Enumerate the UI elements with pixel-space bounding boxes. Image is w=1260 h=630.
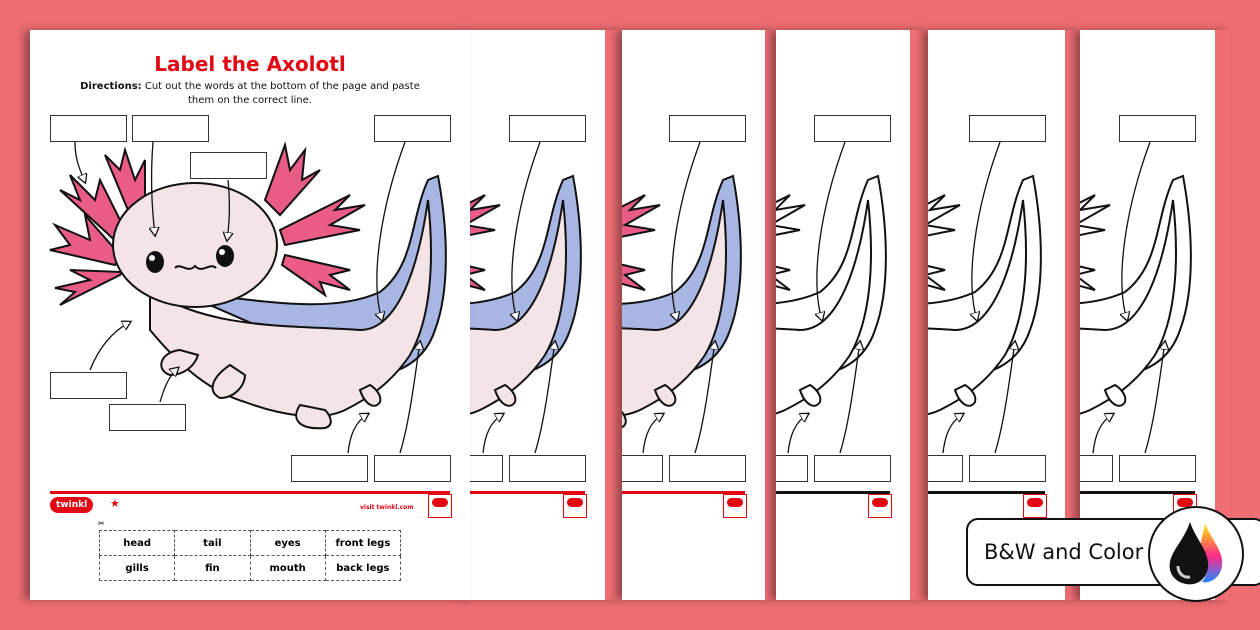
label-box xyxy=(509,455,586,482)
table-row: head tail eyes front legs xyxy=(98,530,402,556)
cut-word: front legs xyxy=(324,530,402,556)
cut-word: mouth xyxy=(249,555,326,581)
cut-word: back legs xyxy=(324,555,402,581)
axolotl-illustration xyxy=(776,141,887,454)
axolotl-illustration xyxy=(928,141,1042,454)
worksheet-page-5[interactable] xyxy=(928,30,1080,600)
label-box xyxy=(814,115,891,142)
label-box xyxy=(50,372,127,399)
label-box xyxy=(132,115,209,142)
table-row: gills fin mouth back legs xyxy=(98,555,402,581)
label-box xyxy=(969,455,1046,482)
axolotl-illustration xyxy=(622,141,742,454)
label-box xyxy=(1119,455,1196,482)
twinkl-badge-icon xyxy=(428,494,452,518)
directions: Directions: Cut out the words at the bot… xyxy=(70,80,430,108)
cut-word: gills xyxy=(98,555,176,581)
footer-divider xyxy=(1080,491,1195,494)
label-box xyxy=(190,152,267,179)
worksheet-page-3[interactable] xyxy=(622,30,776,600)
worksheet xyxy=(928,30,1065,600)
cut-word: head xyxy=(98,530,176,556)
ink-drops-icon xyxy=(1148,506,1244,602)
worksheet xyxy=(776,30,910,600)
label-box xyxy=(1119,115,1196,142)
worksheet xyxy=(468,30,605,600)
footer-divider xyxy=(928,491,1045,494)
label-box xyxy=(814,455,891,482)
twinkl-badge-icon xyxy=(723,494,747,518)
worksheet: Label the Axolotl Directions: Cut out th… xyxy=(30,30,470,600)
axolotl-illustration xyxy=(1080,141,1192,454)
footer-divider xyxy=(776,491,890,494)
directions-label: Directions: xyxy=(80,81,142,92)
cut-word: fin xyxy=(174,555,251,581)
axolotl-illustration xyxy=(468,141,582,454)
twinkl-logo: twinkl xyxy=(50,497,94,513)
cut-out-words-table: head tail eyes front legs gills fin mout… xyxy=(98,530,402,581)
scissors-icon: ✂ xyxy=(98,519,105,528)
footer-divider xyxy=(468,491,585,494)
star-icon: ★ xyxy=(110,497,120,510)
worksheet-page-6[interactable] xyxy=(1080,30,1230,600)
label-box xyxy=(969,115,1046,142)
axolotl-illustration xyxy=(49,141,447,454)
worksheet-title: Label the Axolotl xyxy=(154,52,346,76)
footer-divider xyxy=(622,491,745,494)
worksheet-page-4[interactable] xyxy=(776,30,928,600)
label-box xyxy=(669,455,746,482)
cut-word: eyes xyxy=(249,530,326,556)
worksheet-page-2[interactable] xyxy=(468,30,622,600)
callout-label: B&W and Color xyxy=(984,540,1144,564)
twinkl-badge-icon xyxy=(868,494,892,518)
twinkl-badge-icon xyxy=(1023,494,1047,518)
worksheet-page-1[interactable]: Label the Axolotl Directions: Cut out th… xyxy=(30,30,470,600)
worksheet xyxy=(622,30,765,600)
footer-divider xyxy=(50,491,450,494)
label-box xyxy=(776,455,808,482)
label-box xyxy=(1080,455,1113,482)
worksheet xyxy=(1080,30,1215,600)
label-box xyxy=(622,455,663,482)
site-link: visit twinkl.com xyxy=(360,504,414,511)
directions-text: Cut out the words at the bottom of the p… xyxy=(141,81,420,106)
label-box xyxy=(468,455,503,482)
cut-word: tail xyxy=(174,530,251,556)
label-box xyxy=(109,404,186,431)
label-box xyxy=(50,115,127,142)
label-box xyxy=(291,455,368,482)
label-box xyxy=(509,115,586,142)
label-box xyxy=(374,455,451,482)
twinkl-badge-icon xyxy=(563,494,587,518)
label-box xyxy=(928,455,963,482)
label-box xyxy=(374,115,451,142)
label-box xyxy=(669,115,746,142)
